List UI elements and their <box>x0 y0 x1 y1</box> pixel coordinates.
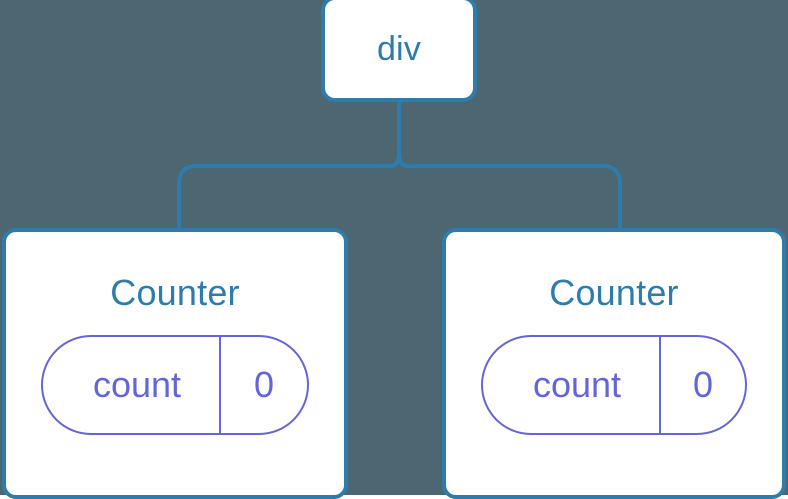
root-node-label: div <box>376 30 422 68</box>
connector-edge-right <box>397 148 622 230</box>
state-pill: count 0 <box>41 335 309 435</box>
counter-node-label: Counter <box>110 272 240 313</box>
counter-node-label: Counter <box>549 272 679 313</box>
tree-node-counter-0[interactable]: Counter count 0 <box>2 228 348 499</box>
tree-node-root[interactable]: div <box>321 0 477 102</box>
state-pill: count 0 <box>481 335 747 435</box>
state-key-label: count <box>92 364 182 405</box>
state-value-label: 0 <box>253 364 275 405</box>
tree-node-counter-1[interactable]: Counter count 0 <box>442 228 786 499</box>
state-pill-divider <box>659 337 661 433</box>
state-pill-divider <box>219 337 221 433</box>
state-key-label: count <box>532 364 622 405</box>
state-value-label: 0 <box>692 364 714 405</box>
connector-edge-left <box>177 148 401 230</box>
